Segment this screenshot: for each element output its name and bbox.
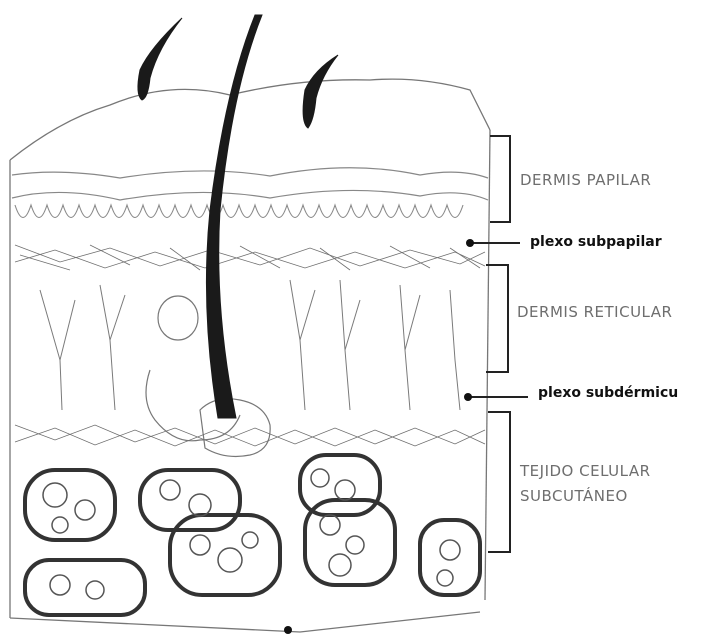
label-dermis-papilar: DERMIS PAPILAR [520,168,651,192]
label-plexo-subpapilar: plexo subpapilar [530,234,662,250]
subpapillary-plexus-network [15,245,485,270]
bracket-dermis-papilar [490,136,510,222]
epidermis-layer [12,168,488,200]
layer-brackets [468,136,528,552]
label-tejido-celular: TEJIDO CELULAR [520,459,651,483]
subdermal-plexus-network [15,425,485,446]
reticular-dermis-vessels [40,280,460,410]
subcutaneous-fat-lobules [25,455,480,615]
label-dermis-reticular: DERMIS RETICULAR [517,300,672,324]
label-subcutaneo: SUBCUTÁNEO [520,484,628,508]
bracket-dermis-reticular [486,265,508,372]
label-plexo-subdermico: plexo subdérmicu [538,385,678,401]
dermal-papillae [15,205,463,218]
bracket-tejido [488,412,510,552]
